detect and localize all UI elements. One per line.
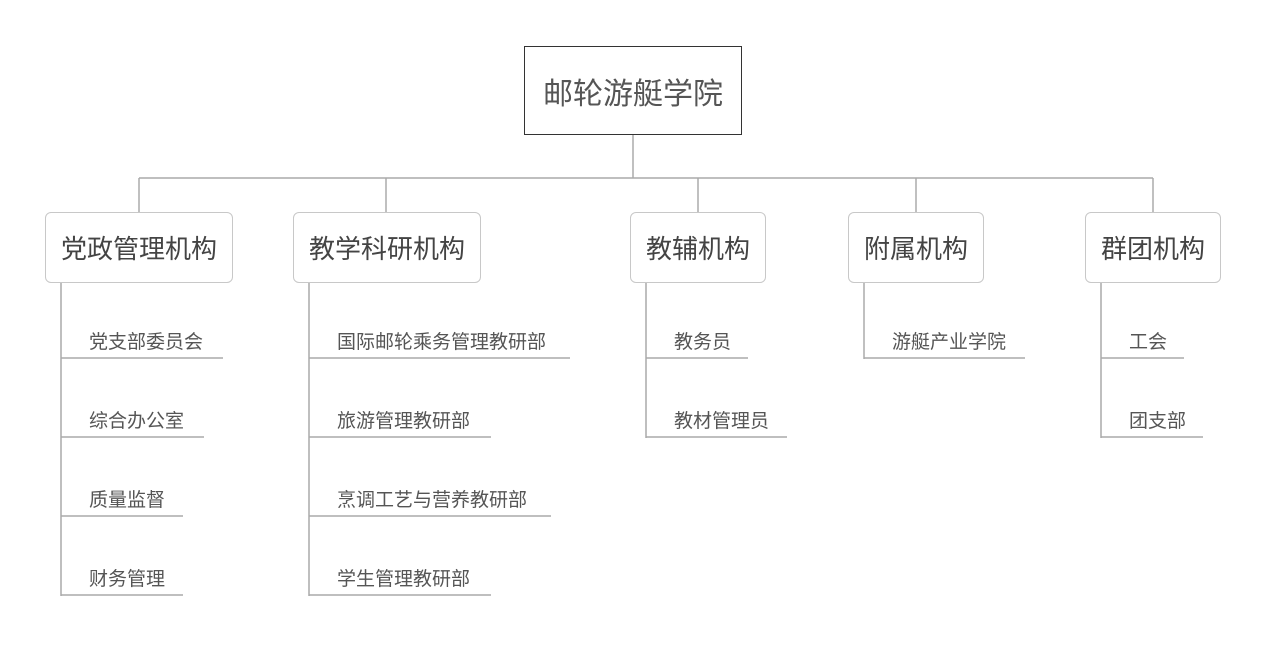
sub-item: 游艇产业学院	[892, 331, 1007, 353]
dept-node-teaching-research: 教学科研机构	[293, 212, 481, 283]
sub-item: 教材管理员	[674, 410, 770, 432]
dept-node-teaching-support: 教辅机构	[630, 212, 766, 283]
sub-item: 烹调工艺与营养教研部	[337, 489, 528, 511]
sub-item: 质量监督	[89, 489, 166, 511]
sub-item: 学生管理教研部	[337, 568, 471, 590]
sub-item: 国际邮轮乘务管理教研部	[337, 331, 547, 353]
sub-item: 团支部	[1129, 410, 1187, 432]
dept-node-mass-orgs: 群团机构	[1085, 212, 1221, 283]
sub-item: 旅游管理教研部	[337, 410, 471, 432]
sub-item: 党支部委员会	[89, 331, 204, 353]
sub-item: 财务管理	[89, 568, 166, 590]
dept-node-affiliated: 附属机构	[848, 212, 984, 283]
root-node: 邮轮游艇学院	[524, 46, 742, 135]
sub-item: 综合办公室	[89, 410, 185, 432]
sub-item: 教务员	[674, 331, 732, 353]
dept-node-party-admin: 党政管理机构	[45, 212, 233, 283]
sub-item: 工会	[1129, 331, 1168, 353]
